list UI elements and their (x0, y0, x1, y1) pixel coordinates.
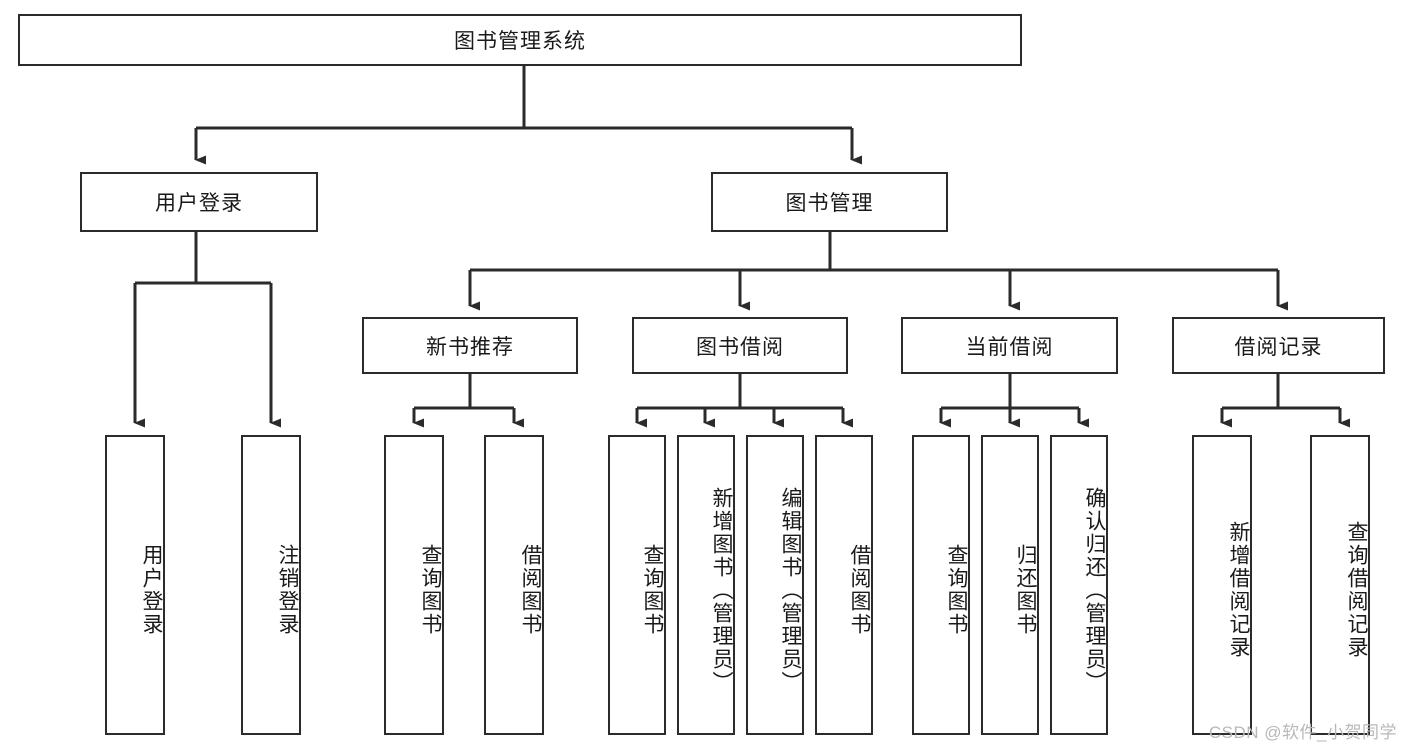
node-leaf-query-record-label: 查询借阅记录 (1345, 521, 1368, 659)
node-leaf-edit-book-label: 编辑图书（管理员） (779, 486, 802, 694)
node-leaf-borrow-book-1-label: 借阅图书 (519, 544, 542, 636)
node-leaf-query-record[interactable]: 查询借阅记录 (1310, 435, 1370, 735)
node-leaf-logout-login[interactable]: 注销登录 (241, 435, 301, 735)
node-borrow-record-label: 借阅记录 (1234, 335, 1323, 359)
node-leaf-borrow-book-2-label: 借阅图书 (848, 544, 871, 636)
node-leaf-query-book-1[interactable]: 查询图书 (384, 435, 444, 735)
node-leaf-return-book-label: 归还图书 (1014, 544, 1037, 636)
node-new-book-recommend[interactable]: 新书推荐 (362, 317, 578, 374)
node-borrow-record[interactable]: 借阅记录 (1172, 317, 1385, 374)
node-leaf-query-book-2-label: 查询图书 (641, 544, 664, 636)
node-root[interactable]: 图书管理系统 (18, 14, 1022, 66)
node-leaf-query-book-3-label: 查询图书 (945, 544, 968, 636)
node-leaf-user-login[interactable]: 用户登录 (105, 435, 165, 735)
node-user-login[interactable]: 用户登录 (80, 172, 318, 232)
node-leaf-add-record[interactable]: 新增借阅记录 (1192, 435, 1252, 735)
node-leaf-borrow-book-1[interactable]: 借阅图书 (484, 435, 544, 735)
node-current-borrow-label: 当前借阅 (965, 335, 1054, 359)
node-new-book-recommend-label: 新书推荐 (426, 335, 514, 359)
node-leaf-add-book[interactable]: 新增图书（管理员） (677, 435, 735, 735)
node-book-manage[interactable]: 图书管理 (711, 172, 948, 232)
node-leaf-borrow-book-2[interactable]: 借阅图书 (815, 435, 873, 735)
node-book-borrow[interactable]: 图书借阅 (632, 317, 848, 374)
node-user-login-label: 用户登录 (155, 192, 243, 215)
node-leaf-edit-book[interactable]: 编辑图书（管理员） (746, 435, 804, 735)
node-current-borrow[interactable]: 当前借阅 (901, 317, 1118, 374)
node-book-borrow-label: 图书借阅 (696, 335, 784, 359)
node-leaf-add-book-label: 新增图书（管理员） (710, 486, 733, 694)
node-leaf-query-book-2[interactable]: 查询图书 (608, 435, 666, 735)
node-leaf-logout-login-label: 注销登录 (276, 544, 299, 636)
node-root-label: 图书管理系统 (454, 30, 586, 53)
node-book-manage-label: 图书管理 (785, 192, 874, 215)
node-leaf-return-book[interactable]: 归还图书 (981, 435, 1039, 735)
watermark-text: CSDN @软件_小贺同学 (1208, 723, 1397, 742)
node-leaf-query-book-1-label: 查询图书 (419, 544, 442, 636)
node-leaf-add-record-label: 新增借阅记录 (1227, 521, 1250, 659)
node-leaf-query-book-3[interactable]: 查询图书 (912, 435, 970, 735)
node-leaf-user-login-label: 用户登录 (140, 544, 163, 636)
node-leaf-confirm-return-label: 确认归还（管理员） (1083, 486, 1106, 694)
node-leaf-confirm-return[interactable]: 确认归还（管理员） (1050, 435, 1108, 735)
